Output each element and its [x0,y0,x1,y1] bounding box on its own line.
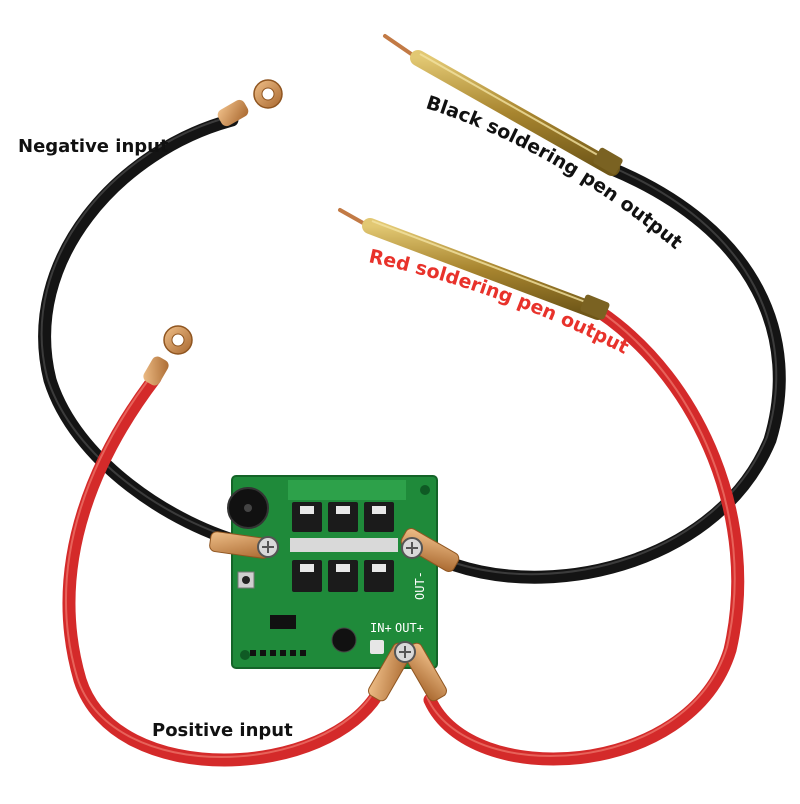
capacitor [331,627,357,653]
black-wire [38,113,786,584]
spot-welder-pcb: OUT- IN+ OUT+ [227,475,438,669]
terminal-lug-out-plus [368,641,447,702]
mosfet-row-bottom [292,560,394,592]
mosfet-row-top [292,502,394,532]
label-black-pen-output: Black soldering pen output [423,92,686,254]
board-label-out-minus: OUT- [413,571,427,600]
red-soldering-pen [338,208,610,320]
terminal-lug-negative-in [209,531,279,559]
label-positive-input: Positive input [152,720,293,741]
black-soldering-pen [383,34,623,176]
board-label-in-plus: IN+ [370,621,392,635]
positive-ring-lug [143,325,193,386]
board-label-out-plus: OUT+ [395,621,424,635]
negative-ring-lug [217,79,283,127]
terminal-lug-out-minus [400,528,460,572]
label-negative-input: Negative input [18,136,169,157]
red-wire [62,305,745,767]
